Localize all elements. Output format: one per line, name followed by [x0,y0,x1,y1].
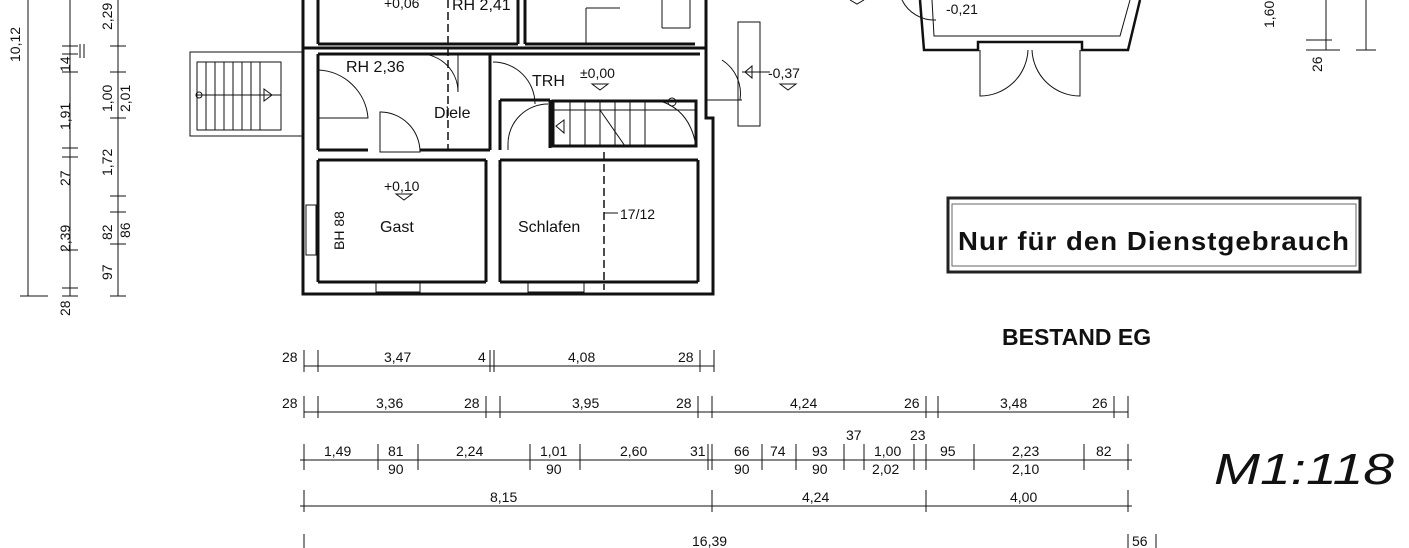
bh-label: BH 88 [331,211,347,250]
r2-f: 4,24 [790,395,817,411]
r3-a: 1,49 [324,443,351,459]
dim-col2-d: 2,39 [57,225,73,252]
stair-ratio: 17/12 [620,206,655,222]
level-markers: +0,06 RH 2,41 -0,21 RH 2,36 ±0,00 -0,37 … [331,0,978,250]
r3-i: 93 [812,443,828,459]
r1-c: 4 [478,349,486,365]
r2-i: 26 [1092,395,1108,411]
dim-col1-c: 2,01 [117,85,133,112]
rh-left: RH 2,36 [346,59,405,76]
dimension-row-4: 8,15 4,24 4,00 [300,489,1132,512]
r5-end: 56 [1132,533,1148,548]
r3-l: 23 [910,427,926,443]
level-entry: -0,37 [768,65,800,81]
r3-e: 2,60 [620,443,647,459]
dim-outer-height: 10,12 [7,27,23,62]
r3-sub-a: 90 [388,461,404,477]
dim-col2-c: 27 [57,170,73,186]
r4-a: 8,15 [490,489,517,505]
r2-a: 28 [282,395,298,411]
r1-d: 4,08 [568,349,595,365]
building-walls [301,0,770,296]
r3-d: 1,01 [540,443,567,459]
r2-b: 3,36 [376,395,403,411]
r3-sub-b: 90 [546,461,562,477]
stamp-text: Nur für den Dienstgebrauch [958,226,1350,256]
r3-c: 2,24 [456,443,483,459]
level-gast: +0,10 [384,178,420,194]
r3-sub-c: 90 [734,461,750,477]
r4-b: 4,24 [802,489,829,505]
r3-sub-f: 2,10 [1012,461,1039,477]
r3-o: 82 [1096,443,1112,459]
dim-col1-e: 86 [117,222,133,238]
r1-b: 3,47 [384,349,411,365]
dim-col2-a: 14 [57,56,73,72]
room-labels: Diele TRH Gast Schlafen [380,73,580,236]
plan-heading: BESTAND EG [1002,324,1151,350]
level-trh: ±0,00 [580,65,615,81]
exterior-stair-left [189,51,304,137]
dimension-row-2: 28 3,36 28 3,95 28 4,24 26 3,48 26 [282,395,1129,418]
dim-right-a: 1,60 [1261,1,1277,28]
r1-e: 28 [678,349,694,365]
r5-total: 16,39 [692,533,727,548]
r2-e: 28 [676,395,692,411]
r4-c: 4,00 [1010,489,1037,505]
dim-right-b: 26 [1309,56,1325,72]
dim-col1-d: 1,72 [99,149,115,176]
r2-d: 3,95 [572,395,599,411]
level-top-left: +0,06 [384,0,420,11]
r3-g: 66 [734,443,750,459]
r3-j: 37 [846,427,862,443]
left-dimension-chains: 10,12 2,29 1,00 2,01 1,72 86 82 14 1,91 … [7,0,133,316]
rh-top: RH 2,41 [452,0,511,14]
r2-g: 26 [904,395,920,411]
dimension-row-5: 16,39 56 [303,533,1157,548]
dim-col2-e: 97 [99,264,115,280]
room-gast: Gast [380,219,414,236]
r2-c: 28 [464,395,480,411]
scale-annotation: M1:118 [1214,445,1395,494]
r3-f: 31 [690,443,706,459]
r3-n: 2,23 [1012,443,1039,459]
r3-h: 74 [770,443,786,459]
level-top-mid: -0,21 [946,1,978,17]
r3-b: 81 [388,443,404,459]
dim-col1-a: 2,29 [99,3,115,30]
r3-sub-d: 90 [812,461,828,477]
dim-col2-f: 28 [57,300,73,316]
dim-col2-b: 1,91 [57,103,73,130]
room-schlafen: Schlafen [518,219,580,236]
dimension-row-1: 28 3,47 4 4,08 28 [282,349,715,372]
r3-sub-e: 2,02 [872,461,899,477]
right-dimension-chain: 1,60 26 [1261,0,1376,72]
stamp: Nur für den Dienstgebrauch [946,196,1362,274]
bay-window [849,0,1142,97]
room-trh: TRH [532,73,565,90]
r3-k: 1,00 [874,443,901,459]
dimension-row-3: 1,49 81 2,24 1,01 2,60 31 66 74 93 37 1,… [300,427,1132,477]
dim-col1-b: 1,00 [99,85,115,112]
r3-m: 95 [940,443,956,459]
r2-h: 3,48 [1000,395,1027,411]
dim-col1-f: 82 [99,224,115,240]
room-diele: Diele [434,105,471,122]
r1-a: 28 [282,349,298,365]
